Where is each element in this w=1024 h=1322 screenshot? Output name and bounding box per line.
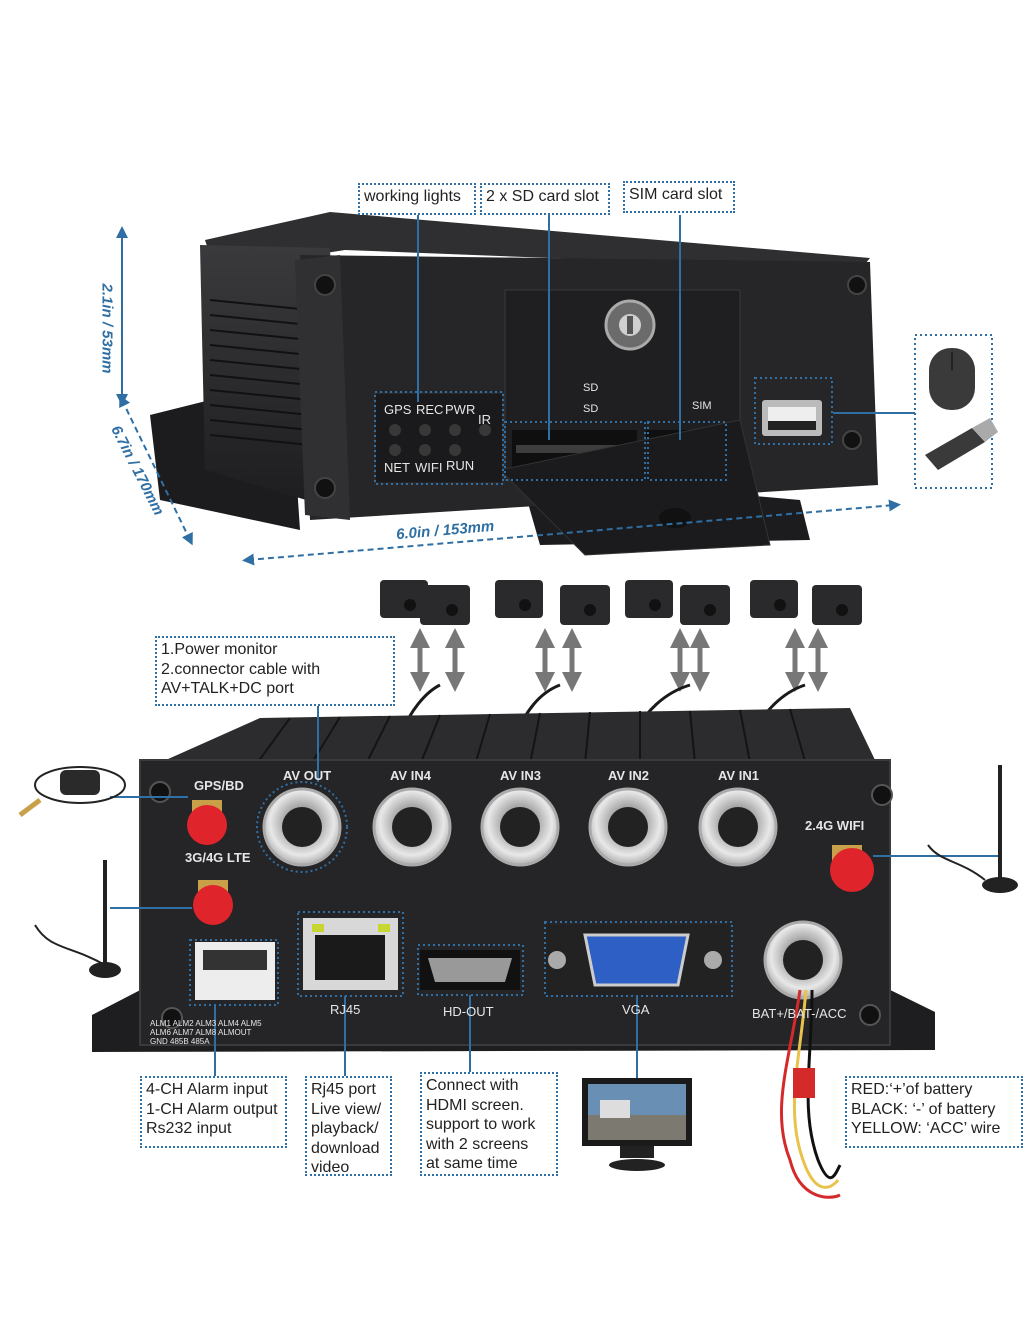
rear-highlight-boxes [189, 781, 733, 1006]
sim-slot-callout: SIM card slot [623, 181, 735, 213]
led-label-gps: GPS [384, 402, 412, 417]
av-in2-label: AV IN2 [608, 768, 649, 783]
av-in1-label: AV IN1 [718, 768, 759, 783]
alarm-pins-label: ALM1 ALM2 ALM3 ALM4 ALM5 ALM6 ALM7 ALM8 … [150, 1019, 262, 1046]
rj45-callout: Rj45 port Live view/ playback/ download … [305, 1076, 392, 1176]
monitor-icon [582, 1078, 692, 1171]
av-out-label: AV OUT [283, 768, 332, 783]
hd-out-label: HD-OUT [443, 1004, 494, 1019]
sim-label: SIM [692, 400, 712, 412]
led-label-net: NET [384, 460, 410, 475]
power-port-label: BAT+/BAT-/ACC [752, 1006, 847, 1021]
rj45-label: RJ45 [330, 1002, 361, 1017]
power-cable-icon [779, 989, 842, 1199]
wifi-port-label: 2.4G WIFI [805, 818, 865, 833]
gps-antenna-icon [18, 766, 126, 817]
vga-label: VGA [622, 1002, 650, 1017]
led-label-ir: IR [478, 412, 491, 427]
rear-device [92, 708, 935, 1052]
av-in3-label: AV IN3 [500, 768, 541, 783]
led-label-run: RUN [446, 458, 475, 473]
front-highlight-boxes [374, 334, 993, 489]
led-label-wifi: WIFI [415, 460, 443, 475]
av-in4-label: AV IN4 [390, 768, 431, 783]
usb-stick-icon [925, 418, 998, 470]
rear-callout-lines [110, 705, 1000, 1078]
sd-label-1: SD [583, 382, 599, 394]
battery-wire-callout: RED:‘+’of battery BLACK: ‘-’ of battery … [845, 1076, 1023, 1148]
sd-label-2: SD [583, 403, 599, 415]
top-callout-lines [417, 215, 915, 440]
sd-slot-callout: 2 x SD card slot [480, 183, 610, 215]
hdmi-callout: Connect with HDMI screen. support to wor… [420, 1072, 558, 1176]
power-monitor-callout: 1.Power monitor 2.connector cable with A… [155, 636, 395, 706]
dimension-lines [116, 226, 901, 566]
led-label-rec: REC [416, 402, 444, 417]
alarm-callout: 4-CH Alarm input 1-CH Alarm output Rs232… [140, 1076, 287, 1148]
height-dimension: 2.1in / 53mm [98, 283, 116, 374]
mouse-icon [929, 348, 975, 410]
led-label-pwr: PWR [445, 402, 476, 417]
wifi-antenna-icon [927, 765, 1018, 893]
front-device [150, 212, 878, 556]
lte-antenna-icon [34, 860, 121, 978]
working-lights-callout: working lights [358, 183, 476, 215]
lte-port-label: 3G/4G LTE [185, 850, 251, 865]
gps-port-label: GPS/BD [194, 778, 244, 793]
